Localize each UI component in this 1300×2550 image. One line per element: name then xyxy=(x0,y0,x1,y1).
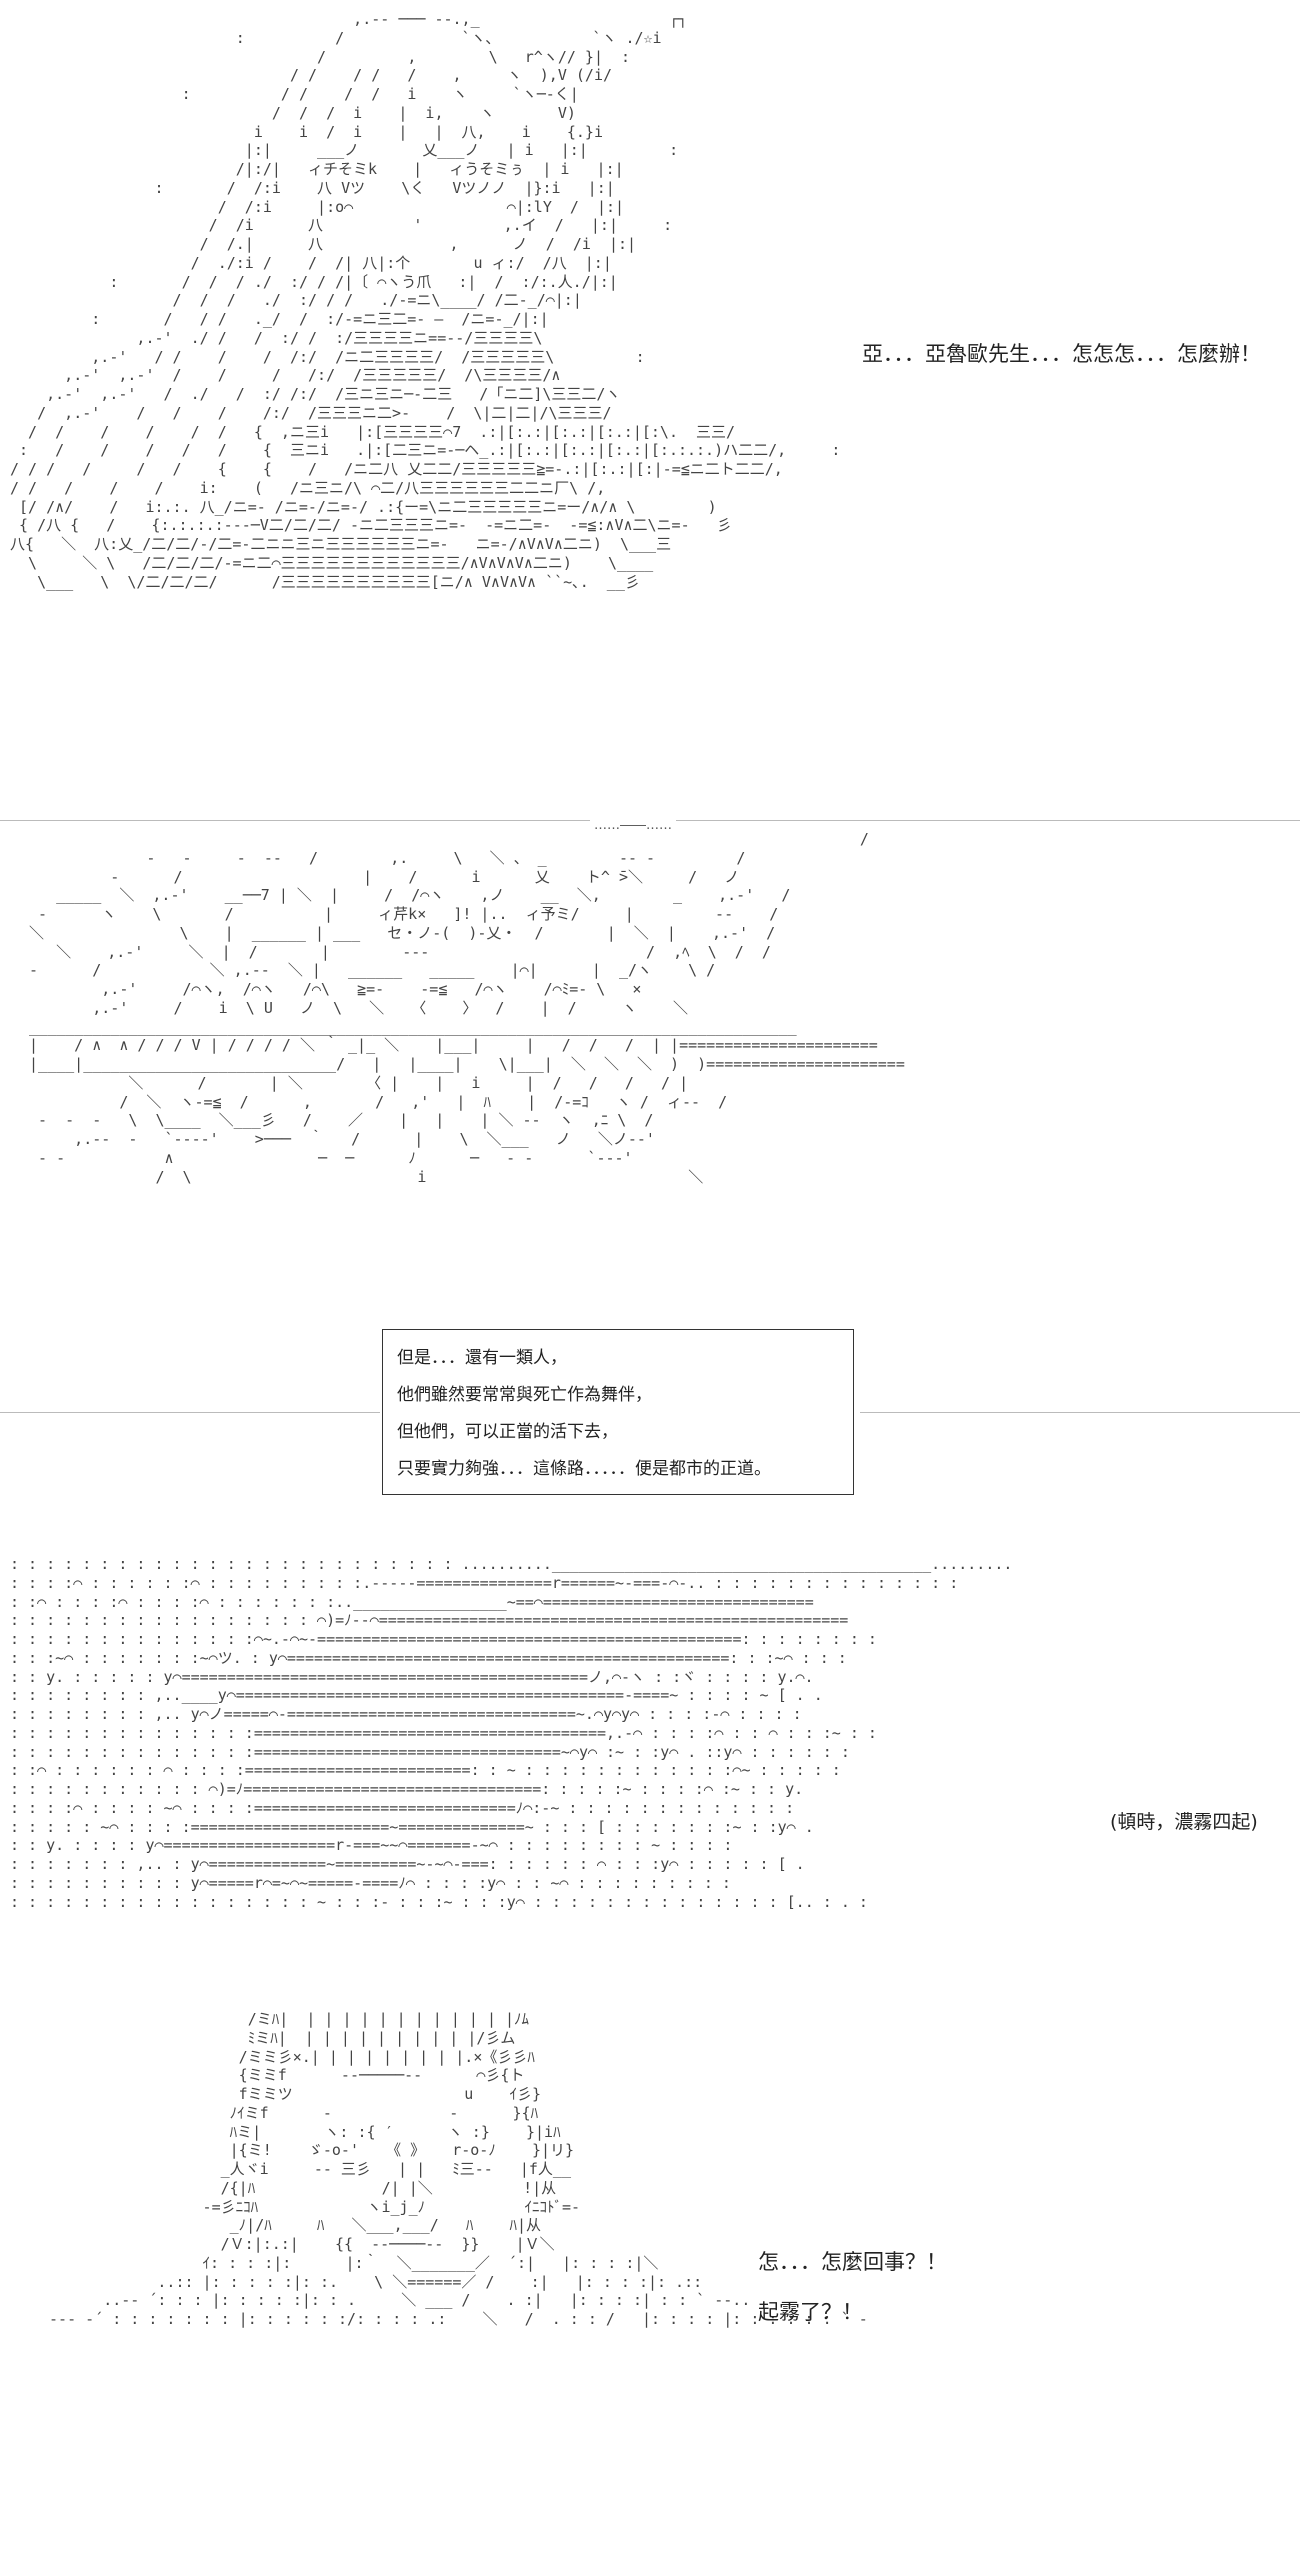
caption-fog: (頓時，濃霧四起) xyxy=(1110,1811,1258,1833)
narration-line-3: 但他們，可以正當的活下去， xyxy=(397,1422,618,1442)
narration-line-1: 但是．．．還有一類人， xyxy=(397,1348,567,1368)
panel-divider-2-right xyxy=(860,1412,1300,1413)
ascii-art-sword-grip: / - ‐ ‐ ‐‐ / ,. \ ＼ 、 _ -‐ ‐ / ‐ / | / i… xyxy=(29,830,905,1186)
narration-line-2: 他們雖然要常常與死亡作為舞伴， xyxy=(397,1385,652,1405)
narration-line-4: 只要實力夠強．．．這條路．．．．．便是都市的正道。 xyxy=(397,1459,771,1479)
speech-panel-1: 亞．．．亞魯歐先生．．．怎怎怎．．．怎麼辦！ xyxy=(862,342,1261,366)
narration-box: 但是．．．還有一類人， 他們雖然要常常與死亡作為舞伴， 但他們，可以正當的活下去… xyxy=(382,1329,854,1495)
panel-divider-2-left xyxy=(0,1412,380,1413)
ascii-art-fog: : : : : : : : : : : : : : : : : : : : : … xyxy=(10,1555,1013,1911)
speech-panel-4-line-2: 起霧了？！ xyxy=(758,2300,863,2324)
separator-dots: ……――…… xyxy=(590,818,676,833)
speech-panel-4-line-1: 怎．．．怎麼回事？！ xyxy=(758,2250,947,2274)
ascii-art-bearded-man: /ミﾊ| | | | | | | | | | | | |ﾉﾑ ﾐミﾊ| | | … xyxy=(49,2010,868,2328)
ascii-art-girl: ,.-‐ ─── ‐-.,_ ┌┐ : / `ヽ､ `ヽ ./☆i / , \ … xyxy=(10,10,841,591)
speech-panel-4: 怎．．．怎麼回事？！ 起霧了？！ xyxy=(758,2237,947,2337)
